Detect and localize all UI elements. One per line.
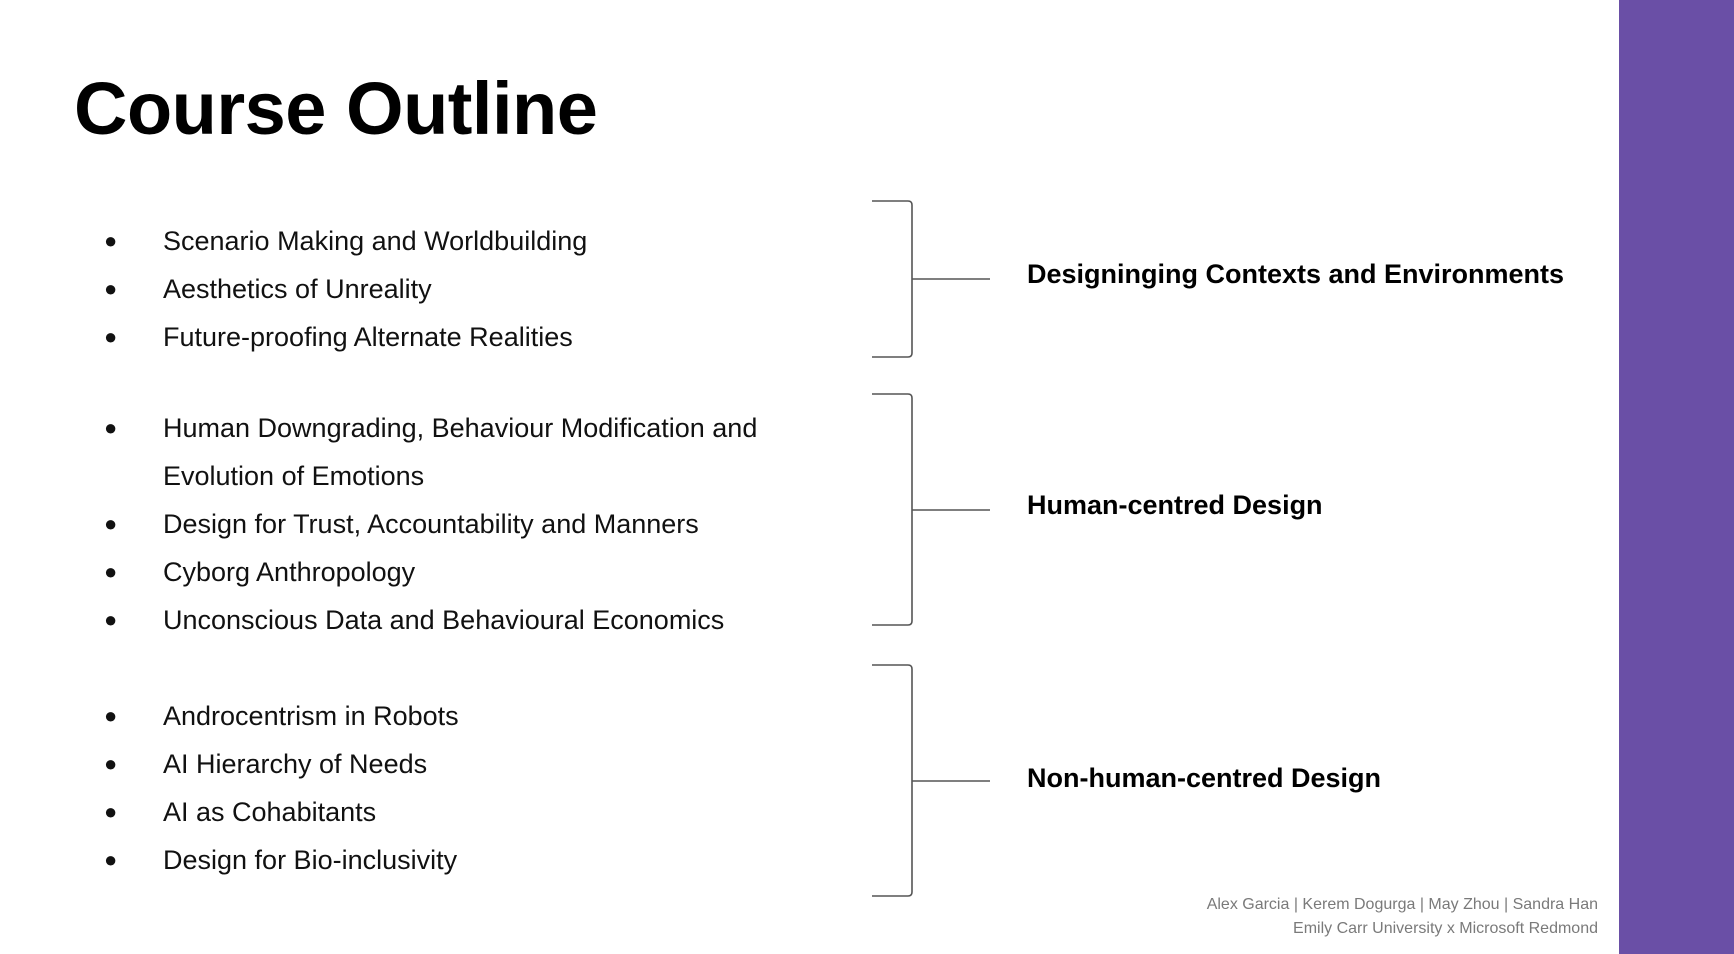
bullet-dot-icon: ● xyxy=(104,703,118,728)
bullet-dot-icon: ● xyxy=(104,847,118,872)
bracket-icon xyxy=(872,200,990,358)
bracket-icon xyxy=(872,664,990,897)
bullet-dot-icon: ● xyxy=(104,415,118,440)
outline-group-non-human-centred: ●Androcentrism in Robots ●AI Hierarchy o… xyxy=(0,664,1600,900)
outline-group-human-centred: ●Human Downgrading, Behaviour Modificati… xyxy=(0,393,1600,635)
group-label: Designinging Contexts and Environments xyxy=(1027,259,1565,289)
group-label: Non-human-centred Design xyxy=(1027,763,1382,793)
bullet-dot-icon: ● xyxy=(104,799,118,824)
footer-institution: Emily Carr University x Microsoft Redmon… xyxy=(1293,920,1598,937)
list-item: ●Future-proofing Alternate Realities xyxy=(100,313,820,361)
accent-side-bar xyxy=(1619,0,1734,954)
list-item: ●Androcentrism in Robots xyxy=(100,692,820,740)
list-item: ●Cyborg Anthropology xyxy=(100,548,820,596)
bracket-icon xyxy=(872,393,990,626)
bullet-list: ●Human Downgrading, Behaviour Modificati… xyxy=(100,404,820,644)
bullet-dot-icon: ● xyxy=(104,607,118,632)
list-item: ●Aesthetics of Unreality xyxy=(100,265,820,313)
bullet-list: ●Androcentrism in Robots ●AI Hierarchy o… xyxy=(100,692,820,884)
list-item: ●Scenario Making and Worldbuilding xyxy=(100,217,820,265)
bullet-dot-icon: ● xyxy=(104,228,118,253)
outline-group-contexts: ●Scenario Making and Worldbuilding ●Aest… xyxy=(0,200,1600,360)
list-item: ●Design for Bio-inclusivity xyxy=(100,836,820,884)
bullet-dot-icon: ● xyxy=(104,511,118,536)
slide-title: Course Outline xyxy=(74,67,598,150)
bullet-dot-icon: ● xyxy=(104,559,118,584)
list-item: ●AI Hierarchy of Needs xyxy=(100,740,820,788)
slide-footer: Alex Garcia | Kerem Dogurga | May Zhou |… xyxy=(1207,893,1598,941)
bullet-dot-icon: ● xyxy=(104,751,118,776)
footer-authors: Alex Garcia | Kerem Dogurga | May Zhou |… xyxy=(1206,896,1598,913)
list-item: ●Unconscious Data and Behavioural Econom… xyxy=(100,596,820,644)
bullet-dot-icon: ● xyxy=(104,276,118,301)
group-label: Human-centred Design xyxy=(1027,490,1323,520)
bullet-list: ●Scenario Making and Worldbuilding ●Aest… xyxy=(100,217,820,361)
list-item: ●AI as Cohabitants xyxy=(100,788,820,836)
list-item: ●Design for Trust, Accountability and Ma… xyxy=(100,500,820,548)
bullet-dot-icon: ● xyxy=(104,324,118,349)
list-item: ●Human Downgrading, Behaviour Modificati… xyxy=(100,404,820,500)
